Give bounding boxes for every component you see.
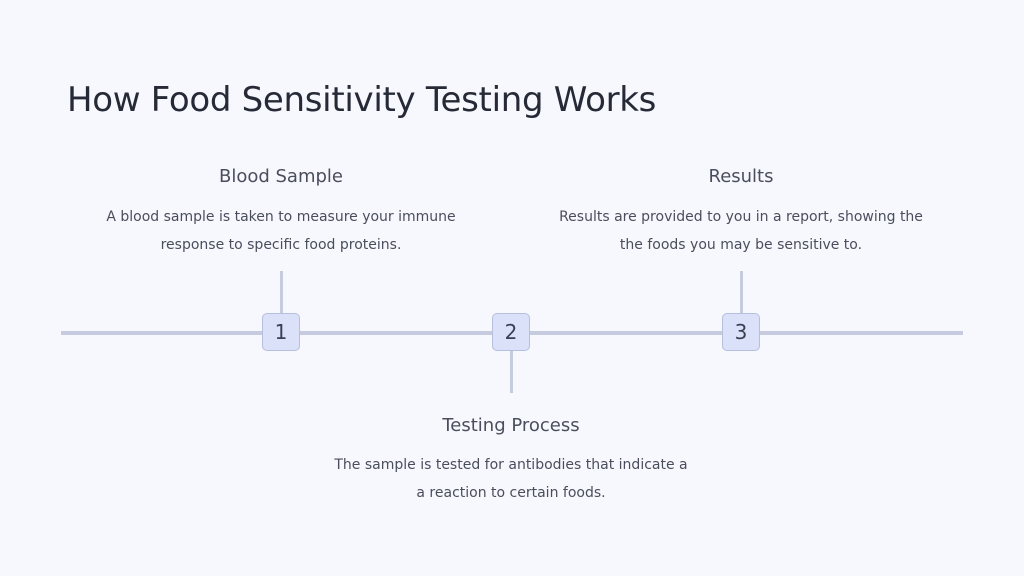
step-3-description-line: Results are provided to you in a report,… bbox=[559, 209, 923, 225]
step-2-description: The sample is tested for antibodies that… bbox=[311, 451, 711, 507]
step-2-marker: 2 bbox=[492, 313, 530, 351]
step-3-description-line: the foods you may be sensitive to. bbox=[619, 237, 863, 253]
step-2-description-line: a reaction to certain foods. bbox=[416, 485, 606, 501]
slide-title: How Food Sensitivity Testing Works bbox=[67, 80, 657, 120]
step-3-connector bbox=[740, 271, 743, 313]
step-3-heading: Results bbox=[708, 166, 774, 187]
step-2-heading: Testing Process bbox=[442, 415, 580, 436]
step-1-connector bbox=[280, 271, 283, 313]
step-3-description: Results are provided to you in a report,… bbox=[541, 203, 941, 259]
step-2-description-line: The sample is tested for antibodies that… bbox=[334, 457, 688, 473]
step-1-description-line: response to specific food proteins. bbox=[160, 237, 402, 253]
step-1-description-line: A blood sample is taken to measure your … bbox=[106, 209, 456, 225]
step-3-marker: 3 bbox=[722, 313, 760, 351]
step-1-description: A blood sample is taken to measure your … bbox=[81, 203, 481, 259]
step-1-marker: 1 bbox=[262, 313, 300, 351]
step-1-heading: Blood Sample bbox=[218, 166, 343, 187]
step-2-connector bbox=[510, 351, 513, 393]
